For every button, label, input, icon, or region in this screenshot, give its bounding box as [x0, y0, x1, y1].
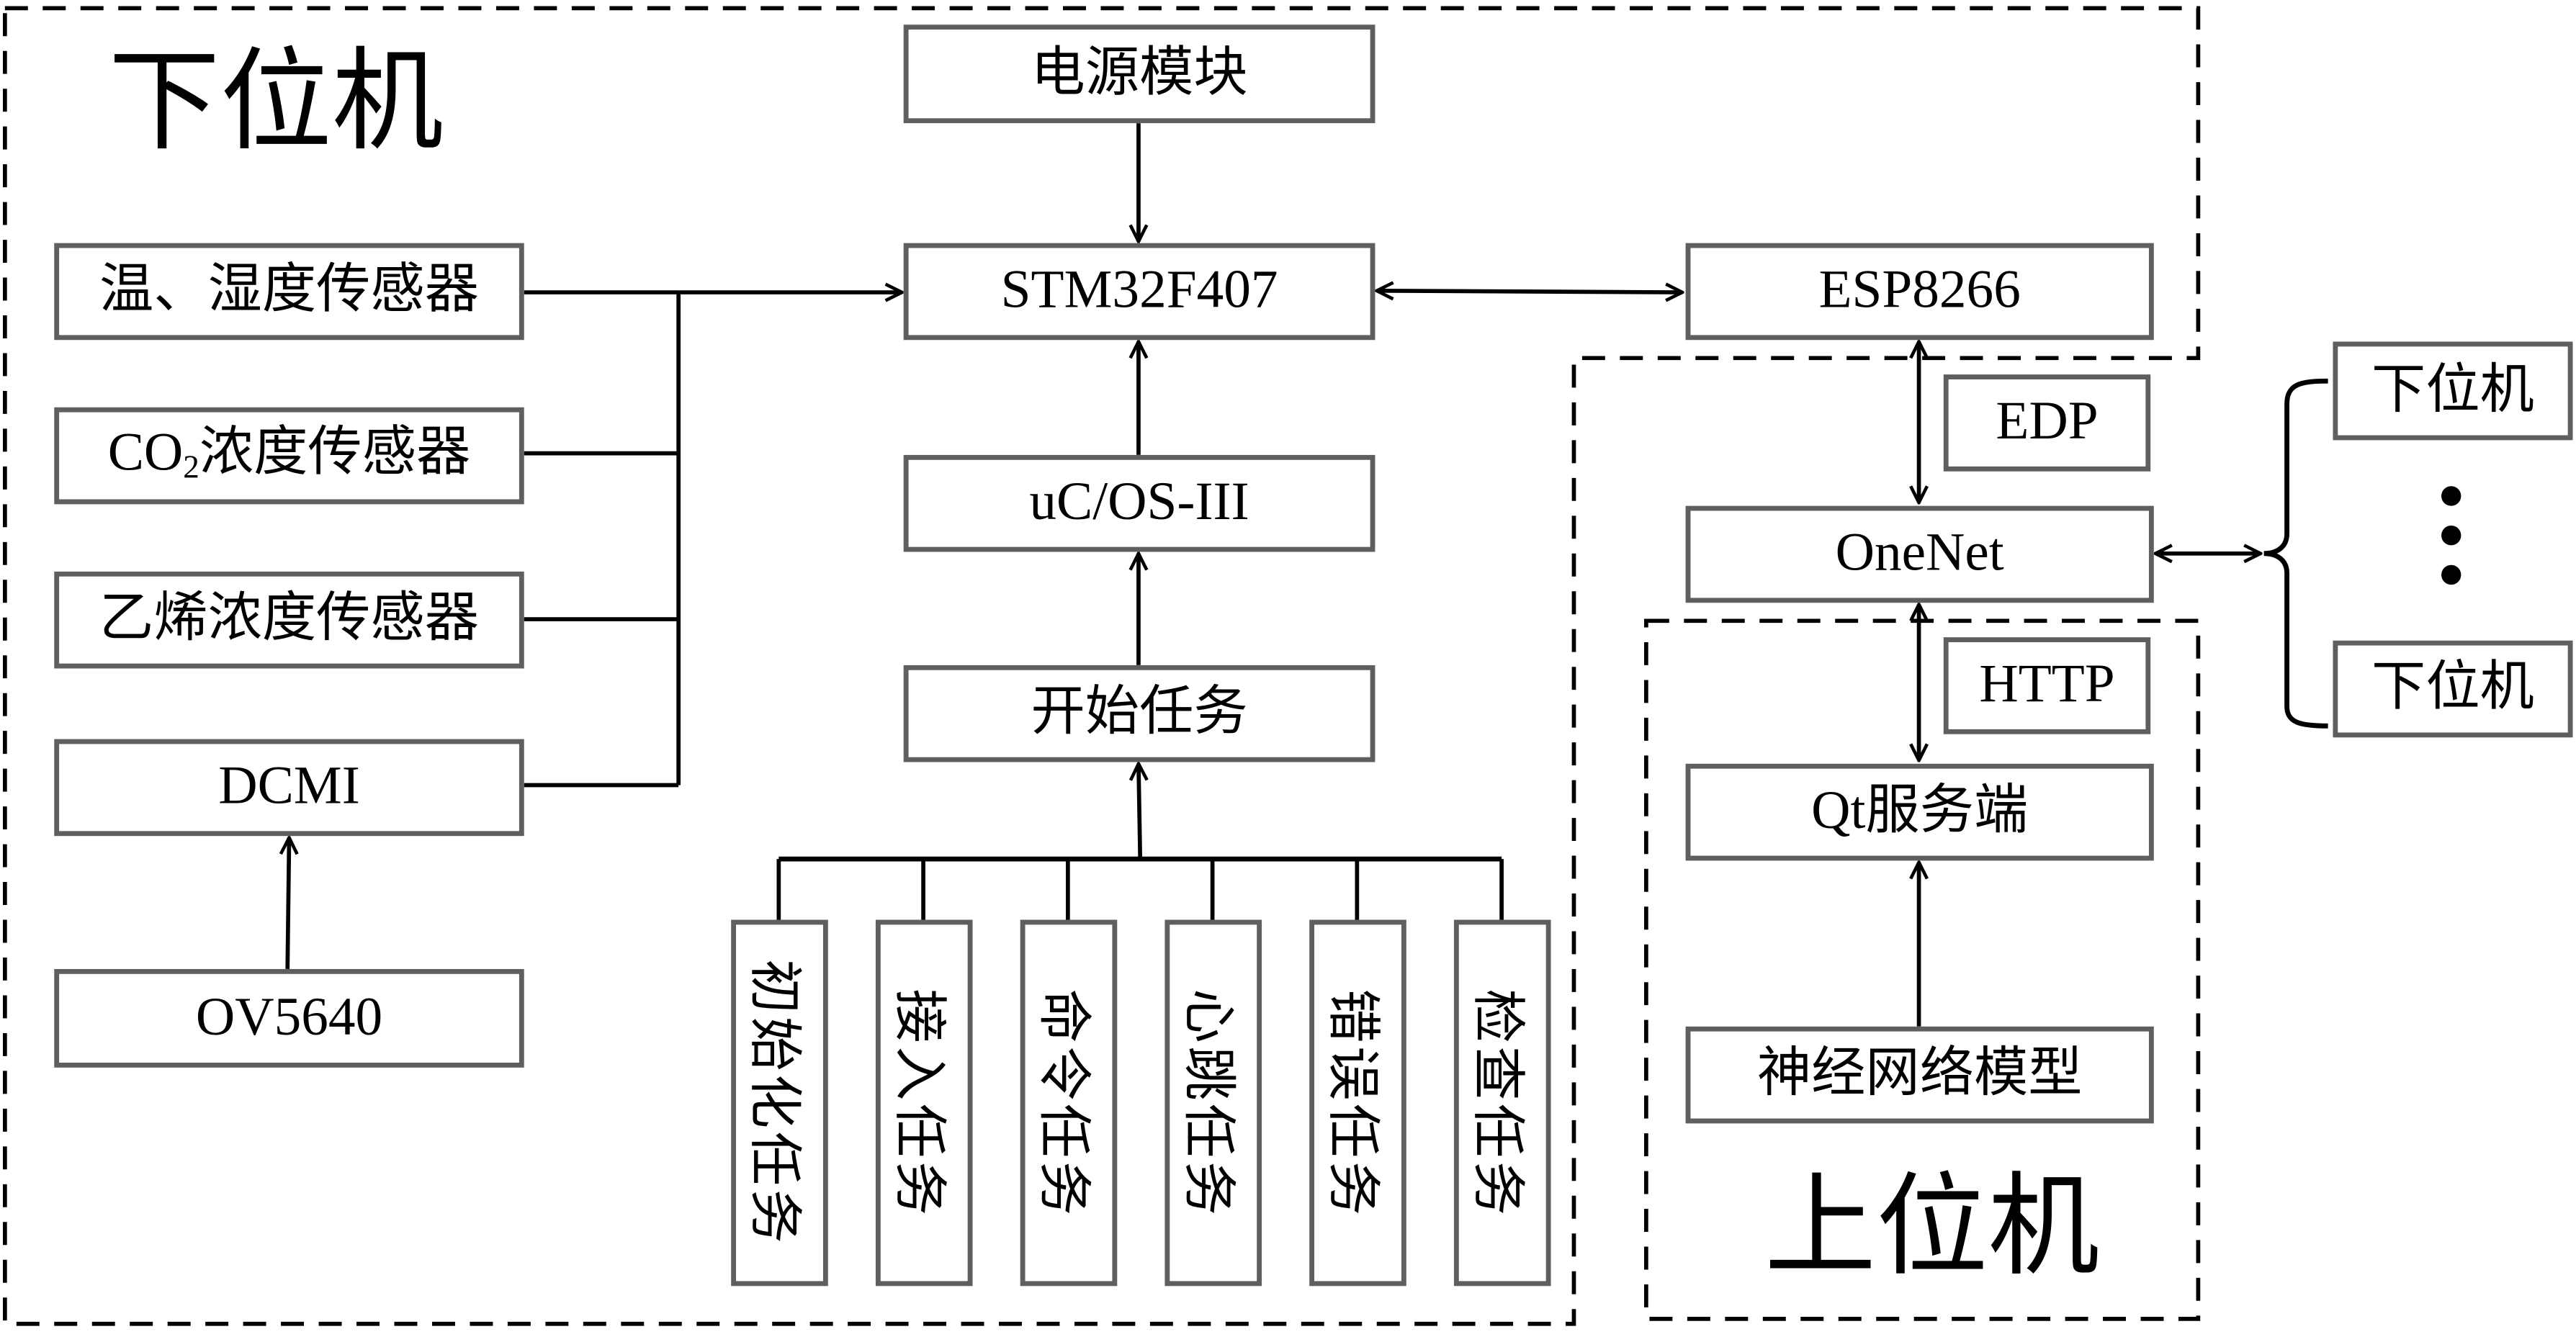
- esp8266-box: ESP8266: [1685, 243, 2154, 341]
- onenet-label: OneNet: [1835, 523, 2004, 583]
- start-task-box: 开始任务: [903, 665, 1375, 762]
- mcu-box: STM32F407: [903, 243, 1375, 341]
- camera-box: OV5640: [54, 968, 524, 1068]
- neural-network-label: 神经网络模型: [1756, 1044, 2083, 1104]
- task-box-error: 错误任务: [1309, 919, 1406, 1287]
- task-label: 命令任务: [1032, 988, 1092, 1218]
- ellipsis-dot: [2441, 486, 2461, 506]
- lower-machine-title: 下位机: [108, 39, 444, 165]
- dcmi-label: DCMI: [218, 757, 360, 816]
- task-box-command: 命令任务: [1020, 919, 1118, 1287]
- ellipsis-dot: [2441, 526, 2461, 546]
- camera-label: OV5640: [195, 988, 383, 1048]
- dcmi-box: DCMI: [54, 739, 524, 837]
- ethylene-sensor-label: 乙烯浓度传感器: [99, 589, 479, 649]
- task-box-init: 初始化任务: [731, 919, 828, 1287]
- arrow-mcu-esp8266: [1377, 291, 1682, 292]
- task-label: 心跳任务: [1177, 988, 1237, 1218]
- co2-sensor-label: CO2浓度传感器: [107, 423, 471, 486]
- task-label: 错误任务: [1321, 988, 1381, 1218]
- neural-network-box: 神经网络模型: [1685, 1026, 2154, 1124]
- power-module-box: 电源模块: [903, 24, 1375, 124]
- arrow-camera-to-dcmi: [287, 837, 289, 970]
- http-protocol-box: HTTP: [1943, 637, 2151, 734]
- co2-suffix: 浓度传感器: [199, 423, 471, 482]
- other-node-label: 下位机: [2371, 360, 2534, 420]
- onenet-box: OneNet: [1685, 505, 2154, 603]
- qt-server-box: Qt服务端: [1685, 763, 2154, 861]
- task-label: 检查任务: [1466, 988, 1526, 1218]
- temp-humidity-sensor-label: 温、湿度传感器: [99, 261, 479, 320]
- mcu-label: STM32F407: [1000, 261, 1278, 320]
- co2-subscript: 2: [183, 449, 199, 486]
- qt-server-label: Qt服务端: [1811, 781, 2029, 842]
- temp-humidity-sensor-box: 温、湿度传感器: [54, 243, 524, 341]
- other-node-box-n: 下位机: [2333, 640, 2573, 738]
- esp8266-label: ESP8266: [1818, 261, 2021, 320]
- lower-machine-region-border: [2, 6, 2201, 1326]
- power-module-label: 电源模块: [1031, 43, 1248, 103]
- task-box-access: 接入任务: [875, 919, 973, 1287]
- upper-machine-title: 上位机: [1764, 1164, 2100, 1289]
- edp-protocol-label: EDP: [1996, 392, 2099, 452]
- edp-protocol-box: EDP: [1943, 374, 2151, 472]
- task-box-check: 检查任务: [1453, 919, 1551, 1287]
- rtos-label: uC/OS-III: [1029, 473, 1249, 533]
- task-label: 接入任务: [888, 988, 948, 1218]
- other-node-box-1: 下位机: [2333, 341, 2573, 441]
- brace-icon: [2263, 378, 2328, 729]
- task-label: 初始化任务: [743, 959, 803, 1247]
- start-task-label: 开始任务: [1031, 683, 1248, 743]
- task-box-heartbeat: 心跳任务: [1164, 919, 1262, 1287]
- arrow-tasks-to-start: [1139, 764, 1140, 860]
- upper-machine-region-border: [1644, 618, 2201, 1321]
- other-node-label: 下位机: [2371, 658, 2534, 718]
- co2-sensor-box: CO2浓度传感器: [54, 407, 524, 505]
- ellipsis-dot: [2441, 564, 2461, 585]
- rtos-box: uC/OS-III: [903, 454, 1375, 552]
- http-protocol-label: HTTP: [1979, 655, 2115, 715]
- co2-prefix: CO: [107, 423, 184, 482]
- ethylene-sensor-box: 乙烯浓度传感器: [54, 571, 524, 669]
